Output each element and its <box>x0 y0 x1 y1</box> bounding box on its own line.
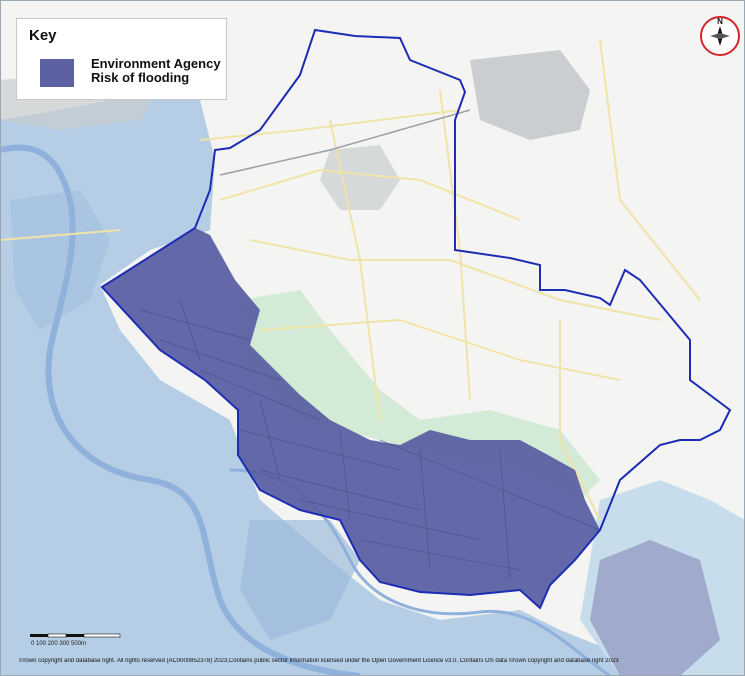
road-network <box>0 39 701 521</box>
compass-icon: N <box>700 16 740 56</box>
tidal-water-west <box>0 96 745 676</box>
parish-boundary <box>100 28 732 610</box>
river-channel <box>0 144 361 676</box>
flood-risk-label: Environment Agency Risk of flooding <box>91 56 221 85</box>
north-arrow: N <box>698 14 742 58</box>
scale-bar <box>30 633 121 638</box>
railway-line <box>219 109 471 176</box>
scale-bar-label: 0 100 200 300 500m <box>31 641 87 647</box>
settlement-centre <box>320 145 400 210</box>
north-label: N <box>717 17 723 26</box>
field-boundaries <box>139 299 601 581</box>
flood-zone-east-dark <box>590 540 720 676</box>
flood-risk-zone <box>102 228 600 608</box>
wetland-patch-south <box>240 520 360 640</box>
copyright-notice: ©rown copyright and database right. All … <box>19 658 619 664</box>
wetland-patch <box>10 190 110 330</box>
settlement-north <box>470 50 590 140</box>
key-title: Key <box>29 27 57 44</box>
map-key: Key Environment Agency Risk of flooding <box>16 18 227 100</box>
flood-risk-swatch <box>40 59 74 87</box>
